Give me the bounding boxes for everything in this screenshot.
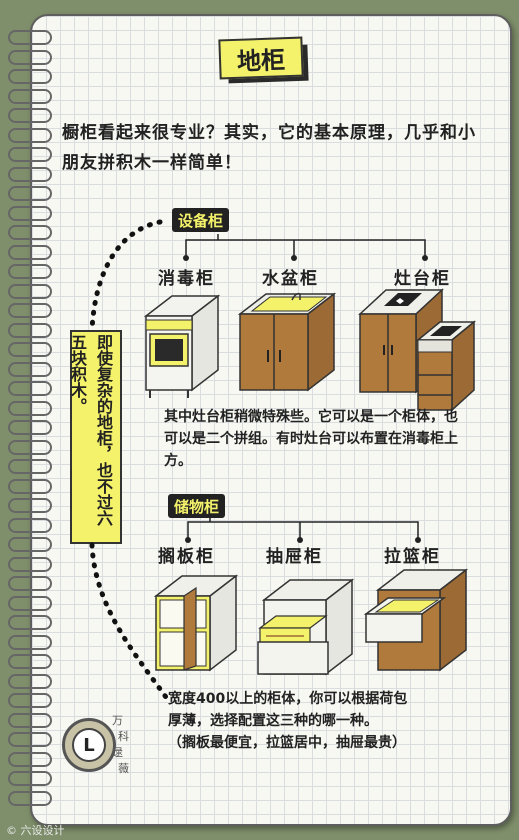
storage-note-line: （搁板最便宜，拉篮居中，抽屉最贵） <box>168 735 406 751</box>
spiral-ring <box>8 186 52 201</box>
spiral-ring <box>8 147 52 162</box>
spiral-ring <box>8 205 52 221</box>
logo-char: 薇 <box>118 762 129 775</box>
storage-note-line: 厚薄，选择配置这三种的哪一种。 <box>168 713 378 729</box>
spiral-ring <box>8 751 52 767</box>
storage-note: 宽度400以上的柜体，你可以根据荷包 厚薄，选择配置这三种的哪一种。 （搁板最便… <box>168 688 488 754</box>
spiral-ring <box>8 478 52 494</box>
spiral-ring <box>8 342 52 357</box>
spiral-ring <box>8 673 52 689</box>
spiral-ring <box>8 576 52 591</box>
cabinet-label-drawer: 抽屉柜 <box>266 547 323 567</box>
logo-char: 科 <box>118 730 129 743</box>
spiral-ring <box>8 381 52 396</box>
spiral-ring <box>8 420 52 435</box>
spiral-ring <box>8 244 52 260</box>
spiral-ring <box>8 303 52 318</box>
logo-char: 逯 <box>112 746 123 759</box>
spiral-ring <box>8 498 52 513</box>
spiral-ring <box>8 517 52 533</box>
spiral-ring <box>8 322 52 338</box>
tree-node <box>291 255 297 261</box>
spiral-ring <box>8 439 52 455</box>
side-note-text: 即使复杂的地柜，也不过六五块积木。 <box>68 334 113 526</box>
storage-section-label: 储物柜 <box>168 494 226 518</box>
sink-cabinet-illustration <box>237 292 337 392</box>
notebook-page <box>30 14 512 826</box>
tree-lines-storage <box>187 517 419 538</box>
logo-char: 万 <box>112 714 123 727</box>
spiral-ring <box>8 459 52 474</box>
spiral-ring <box>8 732 52 747</box>
intro-text: 橱柜看起来很专业？其实，它的基本原理，几乎和小朋友拼积木一样简单！ <box>62 123 476 173</box>
tree-lines-equipment <box>185 234 426 256</box>
spiral-ring <box>8 634 52 650</box>
cabinet-label-stove: 灶台柜 <box>394 269 451 289</box>
spiral-ring <box>8 400 52 416</box>
shelf-cabinet-illustration <box>153 574 239 672</box>
tree-node <box>183 255 189 261</box>
side-note-box <box>70 330 122 544</box>
spiral-ring <box>8 654 52 669</box>
spiral-ring <box>8 615 52 630</box>
equipment-note: 其中灶台柜稍微特殊些。它可以是一个柜体，也可以是二个拼组。有时灶台可以布置在消毒… <box>164 409 458 469</box>
basket-cabinet-illustration <box>363 568 469 672</box>
spiral-ring <box>8 127 52 143</box>
drawer-cabinet-illustration <box>257 578 355 676</box>
dotted-connector-bottom <box>89 542 171 703</box>
spiral-ring <box>8 283 52 299</box>
watermark: © 六设设计 <box>6 824 65 837</box>
tree-node <box>422 255 428 261</box>
spiral-ring <box>8 225 52 240</box>
tree-node <box>415 537 421 543</box>
logo-letter: L <box>72 728 106 762</box>
spiral-ring <box>8 771 52 786</box>
tree-node <box>297 537 303 543</box>
spiral-ring <box>8 30 52 45</box>
spiral-ring <box>8 69 52 84</box>
spiral-ring <box>8 88 52 104</box>
cabinet-label-disinfection: 消毒柜 <box>158 269 215 289</box>
spiral-ring <box>8 693 52 708</box>
equipment-section-label: 设备柜 <box>172 208 230 232</box>
disinfection-cabinet-illustration <box>143 294 221 398</box>
spiral-ring <box>8 49 52 65</box>
spiral-ring <box>8 556 52 572</box>
spiral-ring <box>8 790 52 806</box>
cabinet-label-basket: 拉篮柜 <box>384 547 441 567</box>
spiral-ring <box>8 166 52 182</box>
cabinet-label-shelf: 搁板柜 <box>158 547 215 567</box>
stove-cabinet-illustration <box>358 288 477 412</box>
spiral-ring <box>8 361 52 377</box>
cabinet-label-sink: 水盆柜 <box>262 269 319 289</box>
tree-node <box>185 537 191 543</box>
spiral-ring <box>8 537 52 552</box>
storage-note-line: 宽度400以上的柜体，你可以根据荷包 <box>168 691 408 707</box>
spiral-ring <box>8 108 52 123</box>
spiral-ring <box>8 712 52 728</box>
spiral-ring <box>8 595 52 611</box>
author-logo: L <box>62 718 116 772</box>
spiral-ring <box>8 264 52 279</box>
dotted-connector-top <box>89 219 163 333</box>
